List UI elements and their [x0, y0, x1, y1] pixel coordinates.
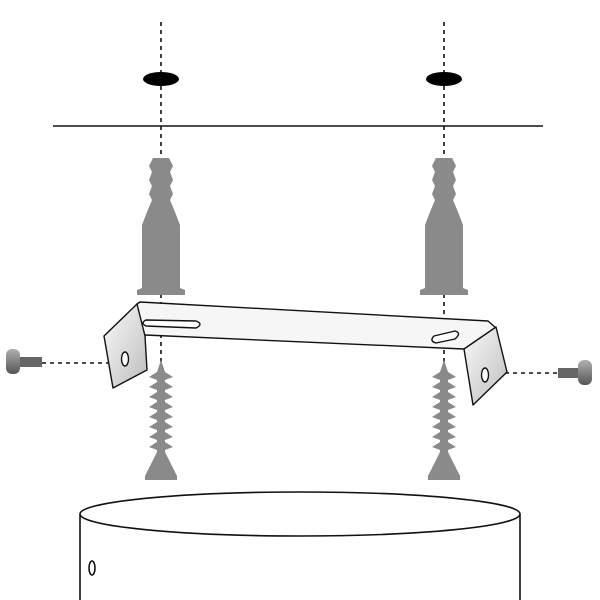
cylinder-top: [79, 491, 521, 537]
mounting-bracket: [103, 301, 508, 406]
bracket-flange-left: [103, 303, 148, 389]
machine-screw-right-icon: [558, 360, 592, 385]
machine-screw-left-icon: [6, 349, 42, 374]
bracket-hole-right: [480, 367, 490, 383]
bracket-flange-right: [463, 326, 508, 406]
wall-hole-left: [143, 72, 179, 86]
wood-screw-left-icon: [145, 360, 177, 480]
guide-lines: [42, 22, 558, 480]
cylinder-hole: [88, 560, 96, 576]
wall-anchor-right-icon: [420, 158, 468, 295]
bracket-slot-right: [431, 330, 460, 344]
bracket-slot-left: [142, 319, 201, 329]
wood-screw-right-icon: [428, 360, 460, 480]
cylinder-mount: [79, 491, 521, 600]
bracket-hole-left: [120, 351, 130, 367]
wall-hole-right: [426, 72, 462, 86]
wall-anchor-left-icon: [137, 158, 185, 295]
